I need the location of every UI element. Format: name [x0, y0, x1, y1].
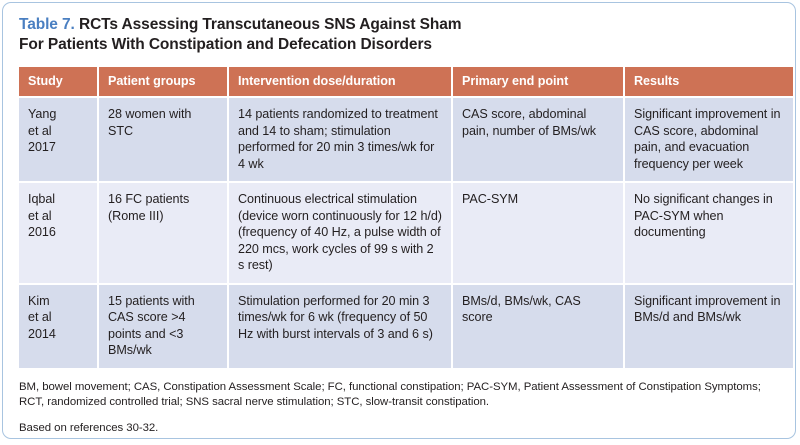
table-row: Iqbal et al 2016 16 FC patients (Rome II…	[19, 183, 793, 283]
table-footnotes: BM, bowel movement; CAS, Constipation As…	[3, 370, 795, 437]
table-row: Yang et al 2017 28 women with STC 14 pat…	[19, 98, 793, 181]
column-header-primary-end-point: Primary end point	[453, 67, 623, 96]
cell-study: Yang et al 2017	[19, 98, 97, 181]
cell-results: Significant improvement in CAS score, ab…	[625, 98, 793, 181]
cell-intervention: Continuous electrical stimulation (devic…	[229, 183, 451, 283]
footnote-abbreviations: BM, bowel movement; CAS, Constipation As…	[19, 380, 761, 409]
cell-primary-end-point: BMs/d, BMs/wk, CAS score	[453, 284, 623, 368]
cell-primary-end-point: PAC-SYM	[453, 183, 623, 283]
cell-study: Kim et al 2014	[19, 284, 97, 368]
cell-patient-groups: 15 patients with CAS score >4 points and…	[99, 284, 227, 368]
cell-primary-end-point: CAS score, abdominal pain, number of BMs…	[453, 98, 623, 181]
column-header-results: Results	[625, 67, 793, 96]
table-figure-card: Table 7. RCTs Assessing Transcutaneous S…	[2, 2, 796, 439]
table-header: Study Patient groups Intervention dose/d…	[19, 67, 793, 96]
column-header-patient-groups: Patient groups	[99, 67, 227, 96]
cell-study: Iqbal et al 2016	[19, 183, 97, 283]
rct-results-table: Study Patient groups Intervention dose/d…	[17, 65, 795, 370]
cell-results: Significant improvement in BMs/d and BMs…	[625, 284, 793, 368]
table-container: Study Patient groups Intervention dose/d…	[3, 65, 795, 370]
cell-results: No significant changes in PAC-SYM when d…	[625, 183, 793, 283]
table-body: Yang et al 2017 28 women with STC 14 pat…	[19, 98, 793, 368]
cell-intervention: Stimulation performed for 20 min 3 times…	[229, 284, 451, 368]
table-title-block: Table 7. RCTs Assessing Transcutaneous S…	[3, 3, 795, 55]
table-title-line-1: Table 7. RCTs Assessing Transcutaneous S…	[19, 15, 779, 35]
table-header-row: Study Patient groups Intervention dose/d…	[19, 67, 793, 96]
table-title-line-2: For Patients With Constipation and Defec…	[19, 36, 432, 53]
cell-intervention: 14 patients randomized to treatment and …	[229, 98, 451, 181]
table-title-text-1: RCTs Assessing Transcutaneous SNS Agains…	[79, 16, 462, 33]
column-header-intervention: Intervention dose/duration	[229, 67, 451, 96]
table-row: Kim et al 2014 15 patients with CAS scor…	[19, 284, 793, 368]
table-number-label: Table 7.	[19, 16, 75, 33]
cell-patient-groups: 16 FC patients (Rome III)	[99, 183, 227, 283]
footnote-source: Based on references 30-32.	[19, 421, 159, 434]
cell-patient-groups: 28 women with STC	[99, 98, 227, 181]
column-header-study: Study	[19, 67, 97, 96]
